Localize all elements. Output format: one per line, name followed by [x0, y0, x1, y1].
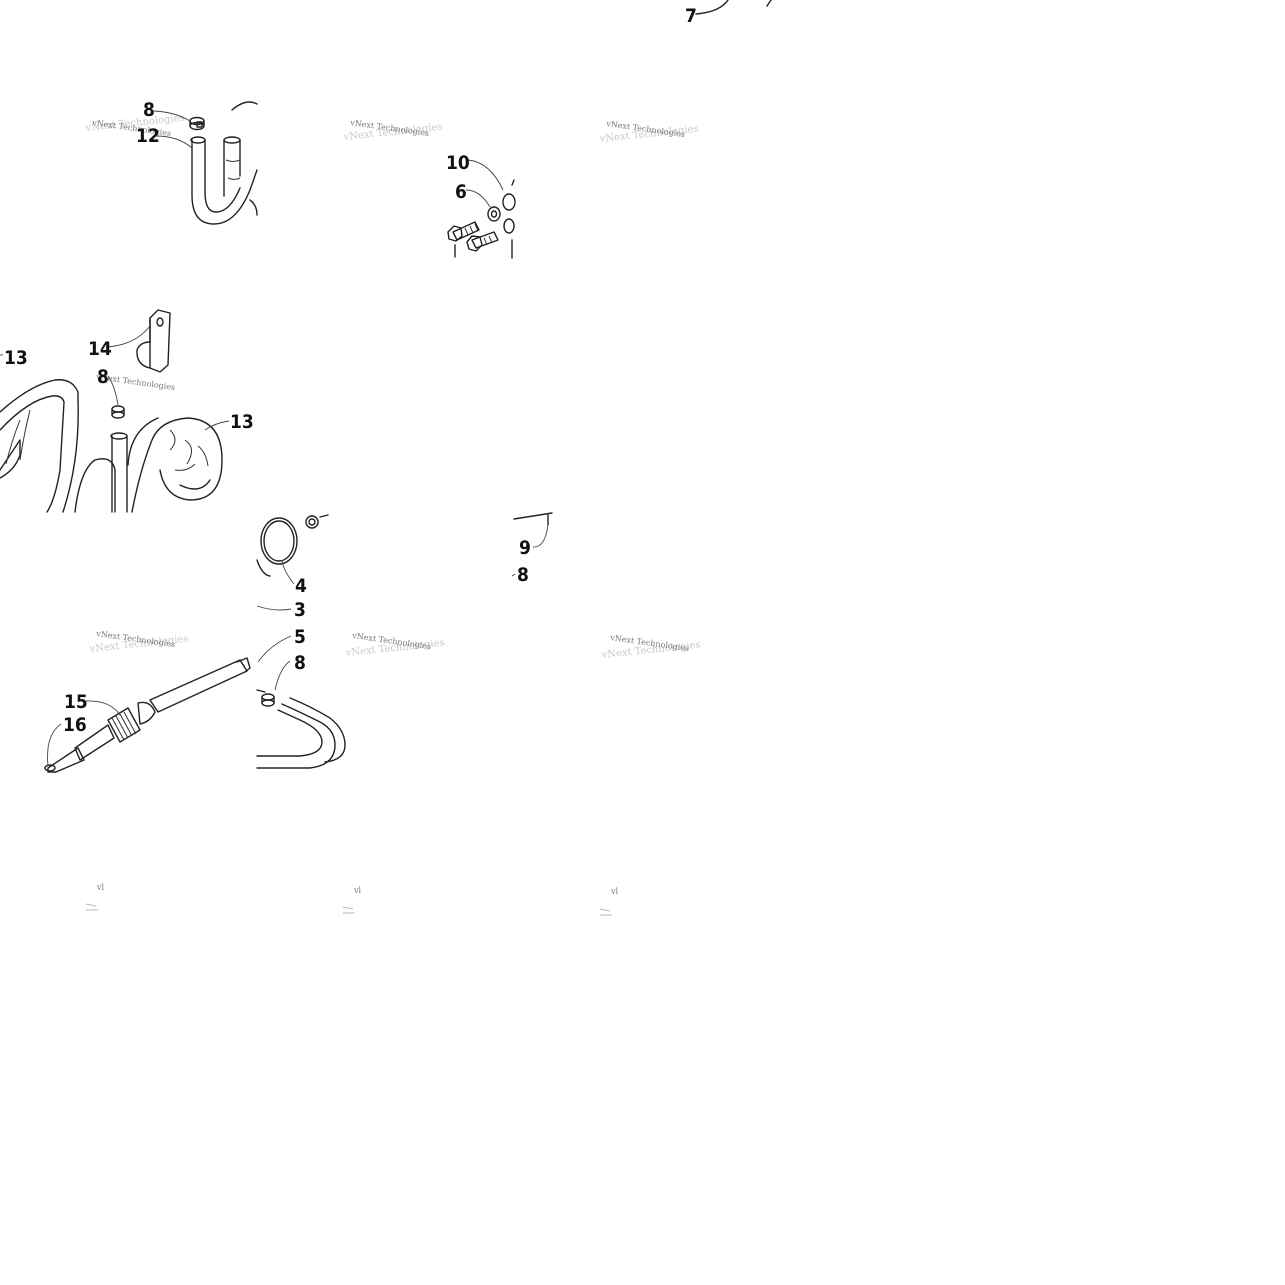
callout-8-c: 8	[294, 652, 306, 674]
leader-lines	[0, 110, 549, 767]
watermark-stub-3: vl	[610, 887, 619, 896]
callout-4: 4	[295, 575, 307, 597]
line-fragment	[513, 512, 553, 526]
watermark-stub-marks	[85, 903, 612, 916]
watermark-1: vNext Technologies vNext Technologies	[84, 113, 185, 138]
callout-3: 3	[294, 599, 306, 621]
callout-13-a: 13	[4, 347, 28, 369]
watermark-6: vNext Technologies vNext Technologies	[344, 631, 445, 659]
callout-14: 14	[88, 338, 112, 360]
callout-8-b: 8	[97, 366, 109, 388]
gear-shaft-icon	[44, 657, 251, 773]
callout-9: 9	[519, 537, 531, 559]
callout-16: 16	[63, 714, 87, 736]
hose-bracket-icon	[136, 309, 171, 373]
watermark-stub-1: vl	[96, 883, 105, 892]
hose-assembly-middle-left	[0, 379, 223, 513]
watermark-3: vNext Technologies vNext Technologies	[598, 119, 699, 145]
callout-8-d: 8	[517, 564, 529, 586]
watermark-2: vNext Technologies vNext Technologies	[342, 118, 443, 143]
callout-6: 6	[455, 181, 467, 203]
hose-clamp-icon	[189, 116, 205, 131]
bolt-assembly	[447, 179, 516, 259]
callout-13-b: 13	[230, 411, 254, 433]
watermark-stub-2: vl	[353, 886, 362, 895]
callout-12: 12	[136, 125, 160, 147]
watermark-7: vNext Technologies vNext Technologies	[600, 633, 701, 661]
top-fragment	[695, 0, 772, 15]
callout-5: 5	[294, 626, 306, 648]
callout-8-a: 8	[143, 99, 155, 121]
watermark-5: vNext Technologies vNext Technologies	[88, 629, 189, 655]
callout-15: 15	[64, 691, 88, 713]
hose-assembly-bottom	[256, 689, 346, 769]
hose-assembly-top-left	[190, 101, 258, 225]
hose-clamp-icon-2	[111, 405, 125, 419]
o-ring-icon	[256, 514, 329, 577]
callout-10: 10	[446, 152, 470, 174]
callout-7: 7	[685, 5, 697, 27]
